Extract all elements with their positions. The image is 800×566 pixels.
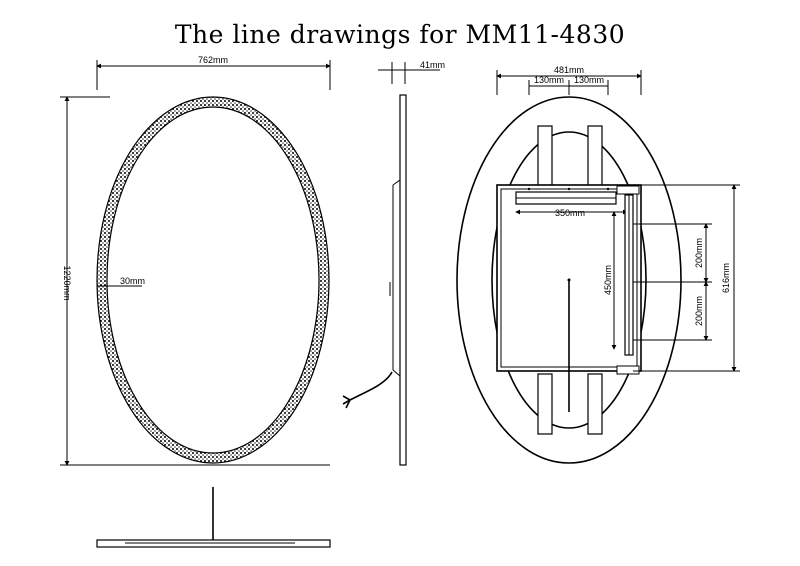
- screw-hole: [527, 187, 531, 191]
- lower-gap-label: 200mm: [694, 296, 704, 326]
- led-strip-bottom-left: [537, 373, 553, 435]
- screw-hole: [567, 187, 571, 191]
- left-offset-label: 130mm: [534, 75, 564, 85]
- side-profile-panel: [399, 94, 407, 466]
- side-profile-back-top: [392, 179, 401, 186]
- overall-width-label: 481mm: [554, 65, 584, 75]
- mirror-glass: [106, 106, 320, 454]
- led-strip-top-right: [587, 125, 603, 187]
- right-offset-label: 130mm: [574, 75, 604, 85]
- side-profile-back-bottom: [392, 369, 401, 377]
- box-height-label: 450mm: [603, 265, 613, 295]
- bottom-view: [96, 487, 331, 548]
- upper-gap-label: 200mm: [694, 238, 704, 268]
- corner-clip-top: [616, 185, 640, 195]
- width-label: 762mm: [198, 55, 228, 65]
- corner-clip-bottom: [616, 365, 640, 375]
- side-power-cable: [342, 371, 393, 409]
- height-label: 1220mm: [62, 265, 72, 300]
- led-strip-bottom-right: [587, 373, 603, 435]
- led-strip-top-left: [537, 125, 553, 187]
- side-view: 41mm: [342, 60, 445, 466]
- back-inner-ellipse: [491, 131, 647, 429]
- box-width-label: 350mm: [555, 208, 585, 218]
- back-view: 481mm 130mm 130mm 350mm 450mm: [456, 65, 740, 464]
- screw-hole: [606, 187, 610, 191]
- front-view: 762mm 1220mm 30mm: [60, 55, 331, 466]
- drawing-title: The line drawings for MM11-4830: [174, 20, 626, 49]
- bracket-height-label: 616mm: [721, 263, 731, 293]
- back-outer-ellipse: [456, 96, 682, 464]
- border-label: 30mm: [120, 276, 145, 286]
- depth-label: 41mm: [420, 60, 445, 70]
